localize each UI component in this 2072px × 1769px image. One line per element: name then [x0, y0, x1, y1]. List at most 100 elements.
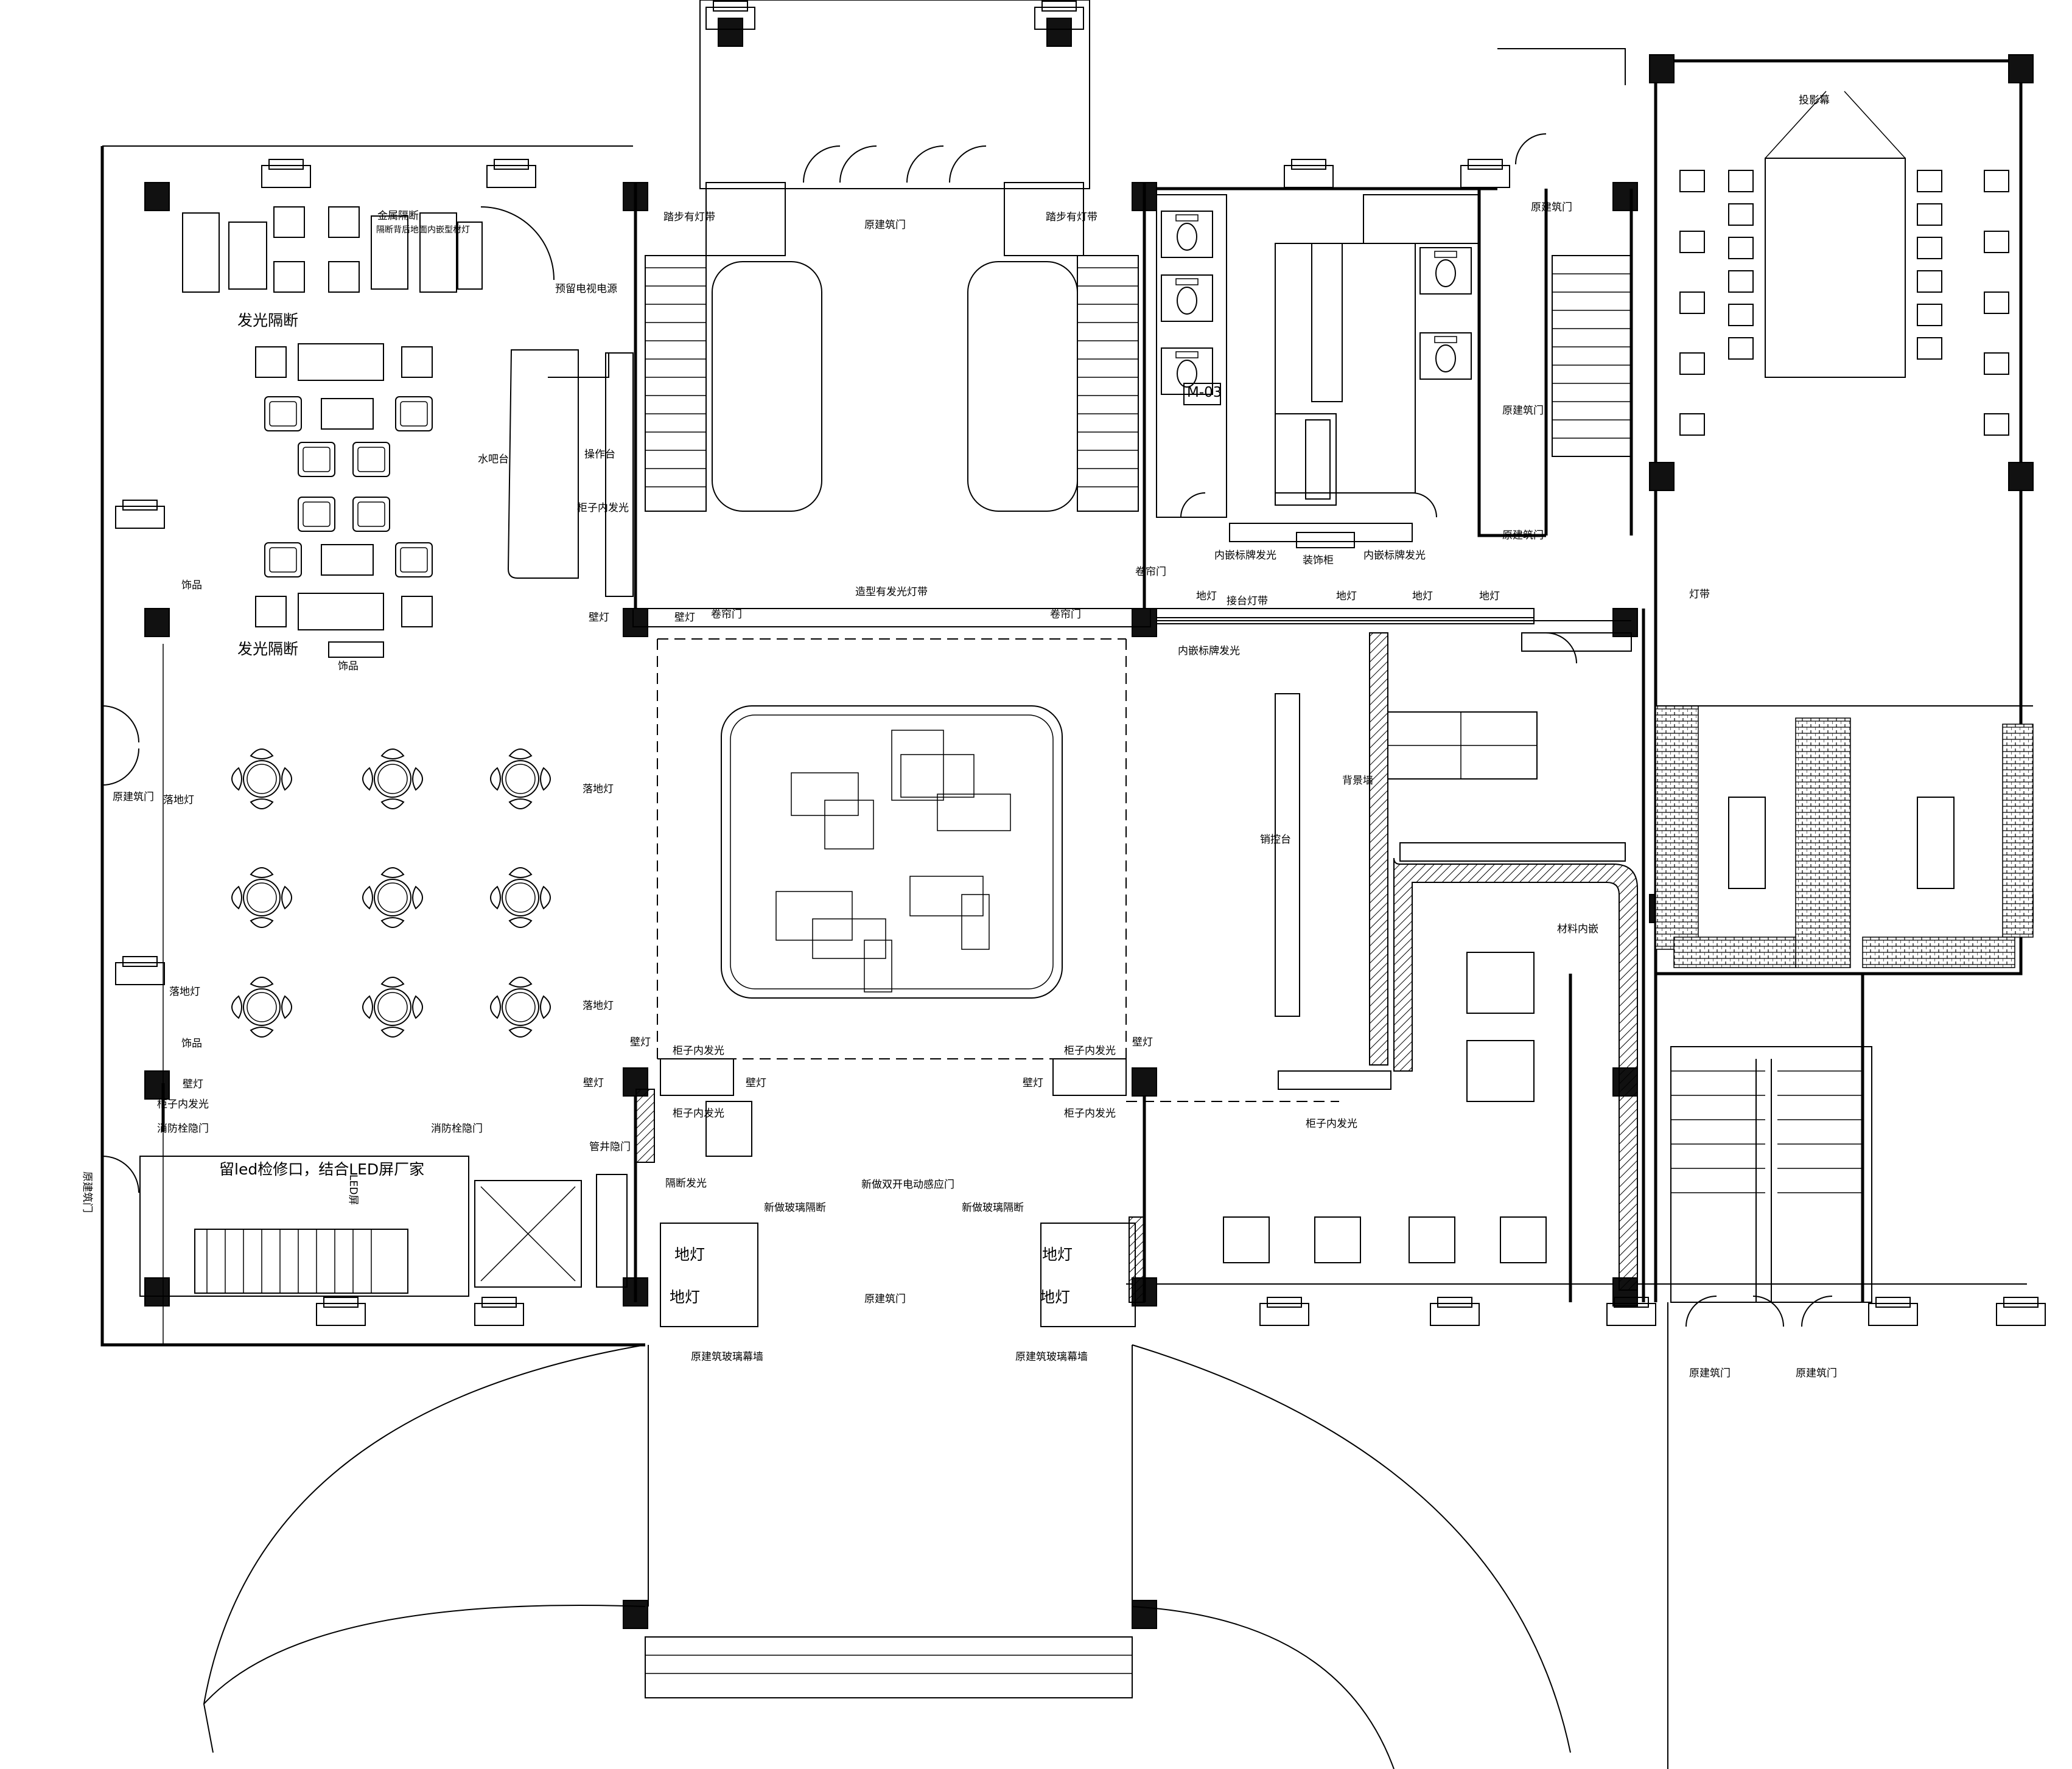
column	[623, 608, 648, 637]
label-projector: 投影幕	[1799, 94, 1830, 106]
label-ground-light-8: 地灯	[1040, 1288, 1070, 1306]
label-led-screen: LED屏	[347, 1174, 359, 1205]
label-floor-lamp-1: 落地灯	[163, 794, 194, 806]
label-wall-lamp-7: 壁灯	[1023, 1077, 1043, 1089]
label-new-glass-partition-1: 新做玻璃隔断	[764, 1202, 826, 1214]
label-orig-door-7: 原建筑门	[1689, 1367, 1731, 1380]
label-glow-partition-bottom: 发光隔断	[237, 640, 298, 658]
label-pipe-shaft-door: 管井隐门	[589, 1141, 631, 1153]
label-wall-lamp-4: 壁灯	[630, 1036, 651, 1048]
label-new-glass-partition-2: 新做玻璃隔断	[962, 1202, 1024, 1214]
right-stair	[1552, 255, 1872, 1303]
label-work-table: 操作台	[584, 448, 615, 461]
label-embedded-sign-glow-2: 内嵌标牌发光	[1214, 550, 1276, 562]
label-orig-door-6: 原建筑门	[864, 1293, 906, 1305]
label-floor-lamp-3: 落地灯	[169, 986, 200, 998]
column	[1612, 182, 1638, 211]
label-decor-cabinet: 装饰柜	[1303, 554, 1334, 567]
label-decor-top: 饰品	[181, 579, 202, 591]
label-floor-lamp-2: 落地灯	[583, 783, 614, 795]
sales-area	[1156, 608, 1638, 1291]
label-shutter-door-2: 卷帘门	[1050, 609, 1081, 621]
label-orig-door-2: 原建筑门	[1531, 201, 1572, 214]
columns	[144, 18, 2034, 1629]
label-counter-light-band: 接台灯带	[1227, 595, 1268, 607]
label-floor-lamp-4: 落地灯	[583, 1000, 614, 1012]
label-orig-door-3: 原建筑门	[1502, 405, 1544, 417]
label-ground-light-5: 地灯	[674, 1246, 705, 1263]
label-cabinet-glow-6: 柜子内发光	[1064, 1108, 1116, 1120]
label-light-band: 灯带	[1689, 588, 1710, 601]
label-cabinet-glow-5: 柜子内发光	[1064, 1045, 1116, 1057]
column	[718, 18, 743, 47]
label-background-wall: 背景墙	[1342, 775, 1373, 787]
label-decor-bottom: 饰品	[338, 660, 359, 672]
label-shutter-door-3: 卷帘门	[1135, 566, 1166, 578]
label-fire-hydrant-door-1: 消防栓隐门	[157, 1123, 209, 1135]
interior-walls	[632, 183, 1657, 1302]
left-lounge	[161, 206, 634, 1345]
label-led-note: 留led检修口，结合LED屏厂家	[219, 1160, 424, 1178]
label-ground-light-7: 地灯	[1042, 1246, 1073, 1263]
label-orig-door: 原建筑门	[864, 219, 906, 231]
label-shutter-door-1: 卷帘门	[711, 609, 742, 621]
right-offices	[1655, 705, 2034, 968]
label-tv-power: 预留电视电源	[555, 283, 617, 295]
label-cabinet-glow-3: 柜子内发光	[673, 1045, 724, 1057]
label-ground-light-3: 地灯	[1412, 590, 1433, 602]
cafe-tables	[231, 748, 551, 1038]
label-partition-floor-light-top: 隔断背后地面内嵌型材灯	[376, 225, 470, 235]
column	[1649, 54, 1675, 83]
label-embedded-sign-glow-3: 内嵌标牌发光	[1363, 550, 1426, 562]
label-metal-partition: 金属隔断	[377, 210, 419, 222]
label-wall-lamp-1: 壁灯	[589, 612, 609, 624]
column	[144, 1277, 170, 1307]
label-embedded-sign-glow: 内嵌标牌发光	[1178, 645, 1240, 657]
label-cabinet-glow-bar: 柜子内发光	[577, 502, 629, 514]
column	[1132, 608, 1157, 637]
door-swings	[102, 133, 1833, 1327]
label-cabinet-glow-7: 柜子内发光	[1306, 1118, 1357, 1130]
label-material-inlay: 材料内嵌	[1557, 923, 1598, 935]
label-orig-door-8: 原建筑门	[1796, 1367, 1837, 1380]
entrance-canopy	[203, 1344, 1571, 1769]
column	[1649, 462, 1675, 491]
label-glass-curtain-1: 原建筑玻璃幕墙	[691, 1351, 763, 1363]
column	[623, 1600, 648, 1629]
label-new-auto-door: 新做双开电动感应门	[861, 1179, 954, 1191]
central-model-area	[721, 705, 1063, 999]
label-step-light-a: 踏步有灯带	[663, 211, 715, 223]
label-m03: M-03	[1187, 385, 1222, 400]
label-wall-lamp-6: 壁灯	[746, 1077, 766, 1089]
label-step-light-b: 踏步有灯带	[1046, 211, 1097, 223]
washrooms	[1156, 194, 1480, 548]
label-wall-lamp-8: 壁灯	[1132, 1036, 1153, 1048]
column	[2008, 54, 2034, 83]
column	[144, 182, 170, 211]
column	[144, 1070, 170, 1100]
label-water-bar: 水吧台	[478, 453, 509, 466]
label-glass-curtain-2: 原建筑玻璃幕墙	[1015, 1351, 1088, 1363]
column	[1132, 1067, 1157, 1097]
label-shaped-light-band: 造型有发光灯带	[855, 586, 928, 598]
label-glow-partition-top: 发光隔断	[237, 312, 298, 329]
label-wall-lamp-5: 壁灯	[583, 1077, 604, 1089]
column	[1612, 608, 1638, 637]
label-partition-glow: 隔断发光	[665, 1178, 707, 1190]
label-wall-lamp-2: 壁灯	[674, 612, 695, 624]
label-wall-lamp-3: 壁灯	[183, 1078, 203, 1090]
label-sales-counter: 销控台	[1260, 834, 1291, 846]
labels: 原建筑门 踏步有灯带 踏步有灯带 金属隔断 隔断背后地面内嵌型材灯 预留电视电源…	[81, 94, 1837, 1380]
label-ground-light-2: 地灯	[1336, 590, 1357, 602]
label-orig-door-4: 原建筑门	[1502, 529, 1544, 542]
label-fire-hydrant-door-2: 消防栓隐门	[431, 1123, 483, 1135]
label-orig-door-9: 原建筑门	[81, 1171, 93, 1213]
label-orig-door-5: 原建筑门	[113, 791, 154, 803]
grand-stairs	[645, 145, 1139, 512]
meeting-room	[1679, 91, 2009, 436]
label-ground-light-6: 地灯	[670, 1288, 700, 1306]
column	[2008, 462, 2034, 491]
label-ground-light-4: 地灯	[1479, 590, 1500, 602]
label-decor-3: 饰品	[181, 1038, 202, 1050]
